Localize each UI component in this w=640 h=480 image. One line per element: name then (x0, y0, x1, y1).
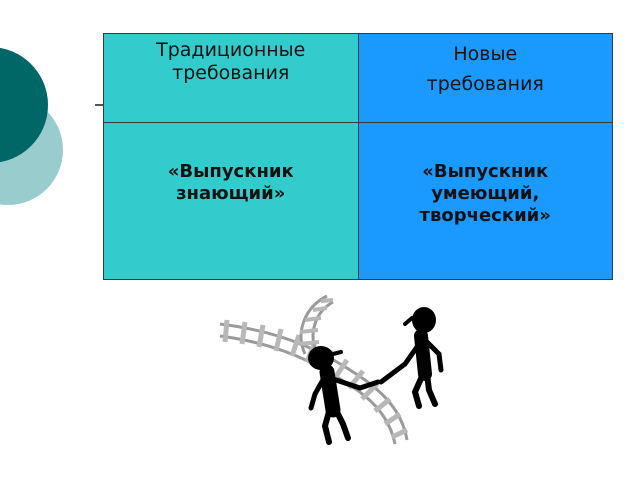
cell-skilled-line-2: умеющий, (431, 183, 540, 204)
handshake-illustration (219, 294, 444, 445)
header-traditional-text: Традиционные требования (104, 34, 358, 85)
header-new-line-1: Новые (453, 43, 518, 65)
divider-dash (95, 104, 105, 106)
cell-skilled-line-1: «Выпускник (422, 161, 549, 182)
cell-graduate-skilled-text: «Выпускник умеющий, творческий» (359, 123, 613, 227)
header-new-text: Новые требования (359, 34, 613, 99)
requirements-table: Традиционные требования Новые требования… (103, 33, 613, 280)
header-new-line-2: требования (426, 73, 544, 95)
header-new: Новые требования (357, 33, 613, 123)
table-row-header: Традиционные требования Новые требования (103, 33, 613, 123)
cell-knowing-line-2: знающий» (176, 183, 286, 204)
header-traditional: Традиционные требования (103, 33, 359, 123)
cell-graduate-knowing: «Выпускник знающий» (103, 122, 359, 280)
cell-skilled-line-3: творческий» (419, 205, 551, 226)
header-traditional-line-1: Традиционные (156, 39, 306, 61)
cell-knowing-line-1: «Выпускник (167, 161, 294, 182)
cell-graduate-skilled: «Выпускник умеющий, творческий» (357, 122, 613, 280)
people-handshake-icon (308, 307, 444, 445)
cell-graduate-knowing-text: «Выпускник знающий» (104, 123, 358, 205)
header-traditional-line-2: требования (172, 62, 290, 84)
rail-track-icon (219, 294, 409, 445)
decorative-circles (0, 47, 63, 205)
table-row-body: «Выпускник знающий» «Выпускник умеющий, … (103, 122, 613, 280)
deco-dark-circle (0, 47, 48, 163)
